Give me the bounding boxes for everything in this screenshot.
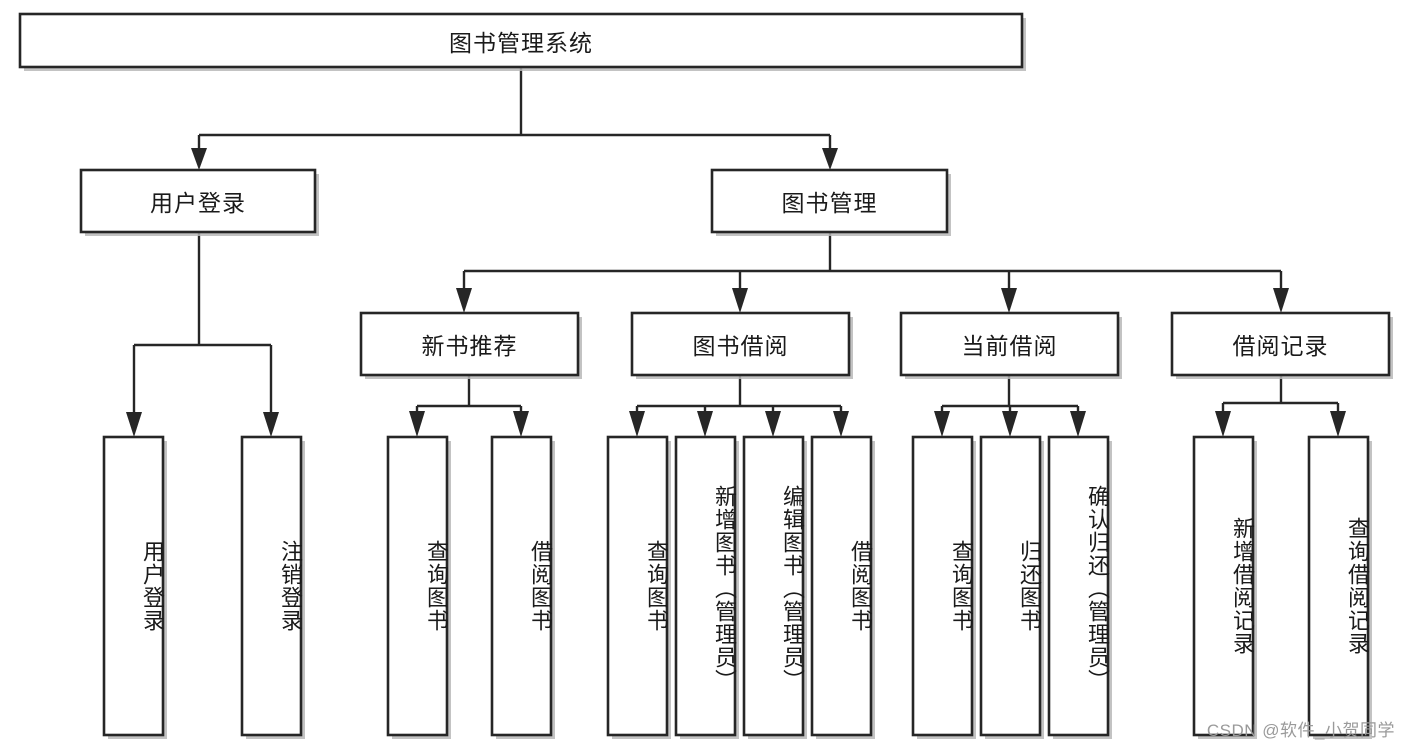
- edge-group-root: [191, 67, 838, 170]
- arrowhead-leaf-add-record: [1215, 411, 1231, 437]
- node-new-book-rec[interactable]: [359, 311, 582, 379]
- arrowhead-leaf-borrow-book-2: [833, 411, 849, 437]
- node-leaf-return-book[interactable]: [979, 435, 1044, 739]
- edge-group-current-borrow: [934, 375, 1086, 437]
- csdn-watermark: CSDN @软件_小贺同学: [1206, 721, 1395, 740]
- node-book-manage[interactable]: [710, 168, 951, 236]
- arrowhead-leaf-borrow-book-1: [513, 411, 529, 437]
- arrowhead-leaf-user-logout: [263, 412, 279, 437]
- arrowhead-book-manage: [822, 148, 838, 170]
- arrowhead-leaf-query-book-2: [629, 411, 645, 437]
- edge-group-book-borrow: [629, 375, 849, 437]
- arrowhead-book-borrow: [732, 288, 748, 313]
- node-leaf-user-login[interactable]: [102, 435, 167, 739]
- edge-group-new-book-rec: [409, 375, 529, 437]
- node-leaf-query-record[interactable]: [1307, 435, 1372, 739]
- arrowhead-user-login: [191, 148, 207, 170]
- edge-group-user-login: [126, 232, 279, 437]
- node-leaf-confirm-return[interactable]: [1047, 435, 1112, 739]
- node-leaf-query-book-3[interactable]: [911, 435, 976, 739]
- node-leaf-user-logout[interactable]: [240, 435, 305, 739]
- arrowhead-leaf-confirm-return: [1070, 411, 1086, 437]
- node-leaf-query-book-2[interactable]: [606, 435, 671, 739]
- arrowhead-leaf-query-book-3: [934, 411, 950, 437]
- node-leaf-edit-book[interactable]: [742, 435, 807, 739]
- arrowhead-leaf-return-book: [1002, 411, 1018, 437]
- arrowhead-current-borrow: [1001, 288, 1017, 313]
- node-leaf-add-book[interactable]: [674, 435, 739, 739]
- node-user-login[interactable]: [79, 168, 319, 236]
- arrowhead-leaf-edit-book: [765, 411, 781, 437]
- arrowhead-leaf-query-book-1: [409, 411, 425, 437]
- arrowhead-leaf-add-book: [697, 411, 713, 437]
- node-leaf-add-record[interactable]: [1192, 435, 1257, 739]
- node-book-borrow[interactable]: [630, 311, 853, 379]
- node-leaf-borrow-book-1[interactable]: [490, 435, 555, 739]
- node-leaf-borrow-book-2[interactable]: [810, 435, 875, 739]
- edge-group-borrow-record: [1215, 375, 1346, 437]
- node-borrow-record[interactable]: [1170, 311, 1393, 379]
- arrowhead-leaf-user-login: [126, 412, 142, 437]
- node-leaf-query-book-1[interactable]: [386, 435, 451, 739]
- arrowhead-borrow-record: [1273, 288, 1289, 313]
- arrowhead-leaf-query-record: [1330, 411, 1346, 437]
- node-root[interactable]: [18, 12, 1026, 71]
- edge-group-book-manage: [456, 232, 1289, 313]
- node-current-borrow[interactable]: [899, 311, 1122, 379]
- arrowhead-new-book-rec: [456, 288, 472, 313]
